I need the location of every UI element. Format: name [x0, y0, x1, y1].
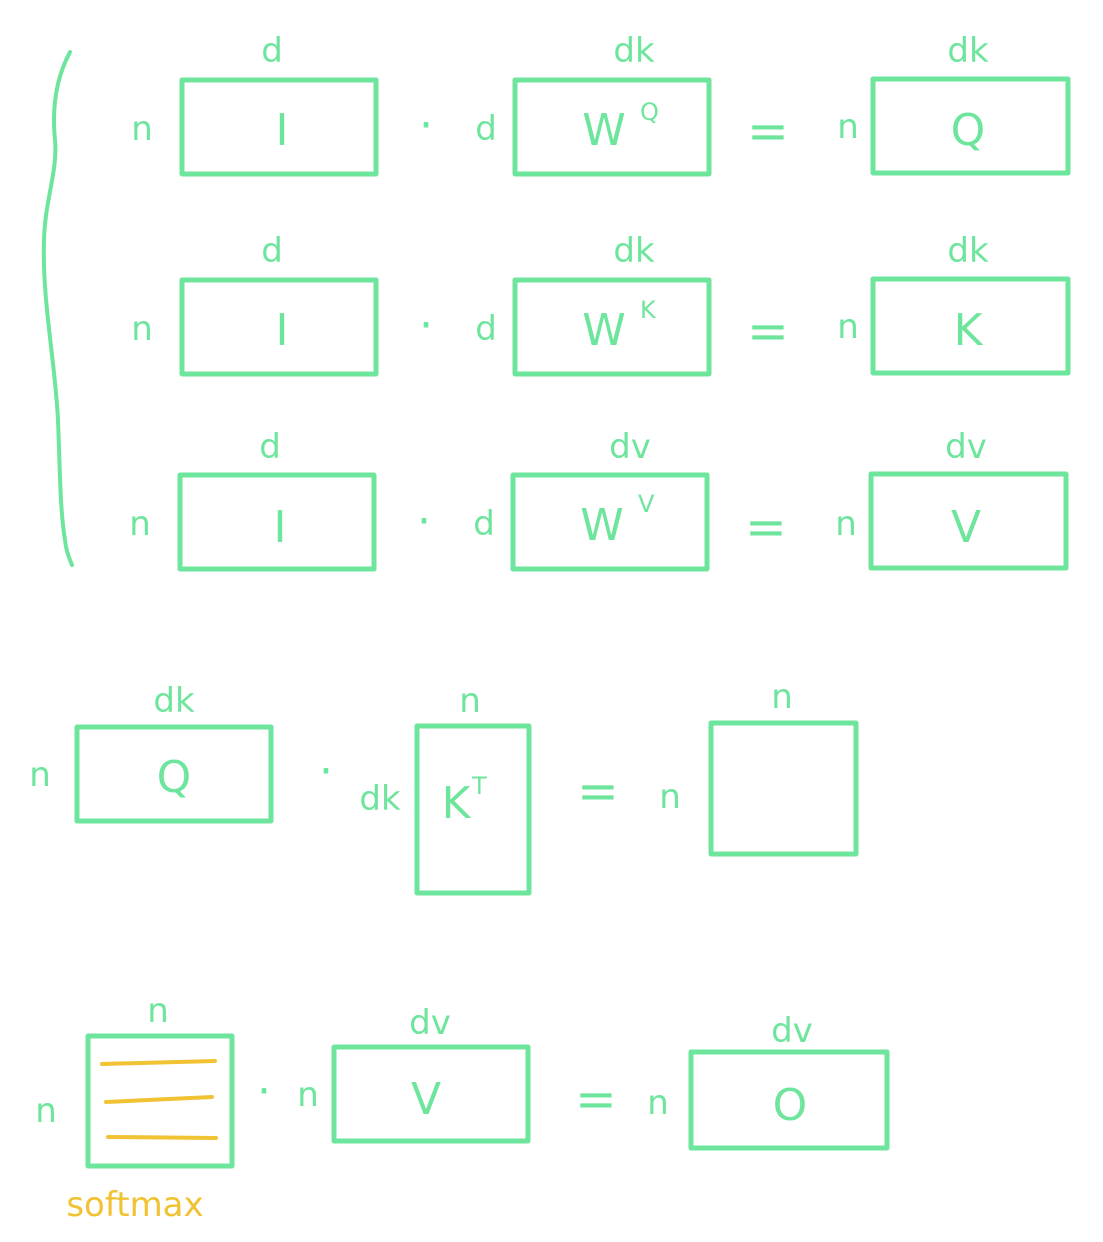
- dim-label-side: d: [473, 504, 495, 544]
- dim-label-side: n: [837, 307, 859, 347]
- dim-label-top: dv: [409, 1003, 451, 1043]
- matrix-content: O: [773, 1080, 808, 1131]
- equals-operator: =: [745, 498, 787, 556]
- dim-label-side: n: [647, 1083, 669, 1123]
- dim-label-top: dk: [613, 31, 655, 71]
- matrix-content: K: [442, 778, 472, 829]
- matrix-softmax-scores: [85, 1033, 235, 1169]
- dim-label-top: dv: [945, 427, 987, 467]
- dim-label-side: n: [29, 755, 51, 795]
- softmax-caption: softmax: [66, 1185, 203, 1225]
- dim-label-top: dk: [613, 231, 655, 271]
- dim-label-top: dk: [153, 681, 195, 721]
- dim-label-top: dv: [609, 427, 651, 467]
- matrix-input: [179, 77, 379, 177]
- softmax-row-line: [100, 1059, 217, 1066]
- dim-label-side: n: [837, 107, 859, 147]
- matrix-content: Q: [951, 105, 986, 156]
- matrix-output: [688, 1049, 890, 1151]
- matrix-weight: [510, 472, 710, 572]
- dim-label-side: n: [835, 504, 857, 544]
- matrix-weight: [512, 77, 712, 177]
- dot-operator: ·: [419, 100, 433, 151]
- dim-label-top: d: [259, 427, 281, 467]
- dim-label-side: n: [659, 777, 681, 817]
- dim-label-side: n: [131, 309, 153, 349]
- matrix-content: Q: [157, 752, 192, 803]
- projection-row-k: d n I · dk d W K = dk n K: [131, 231, 1071, 377]
- dim-label-top: d: [261, 231, 283, 271]
- matrix-superscript: V: [638, 490, 655, 518]
- matrix-superscript: T: [471, 772, 487, 800]
- dot-operator: ·: [417, 496, 431, 547]
- dim-label-side: d: [475, 309, 497, 349]
- dim-label-side: n: [35, 1091, 57, 1131]
- dot-operator: ·: [319, 746, 333, 797]
- matrix-content: W: [580, 500, 624, 551]
- matrix-result: [868, 471, 1069, 571]
- dim-label-top: n: [147, 991, 169, 1031]
- matrix-query: [74, 724, 274, 824]
- softmax-row-line: [104, 1095, 214, 1104]
- dim-label-top: dk: [947, 31, 989, 71]
- dim-label-top: dv: [771, 1011, 813, 1051]
- equals-operator: =: [747, 302, 789, 360]
- matrix-score: [708, 720, 859, 857]
- dim-label-top: n: [459, 681, 481, 721]
- dim-label-top: d: [261, 31, 283, 71]
- row-group-brace: [41, 50, 74, 567]
- attention-output-row: n n softmax · dv n V = dv n O: [35, 991, 890, 1225]
- equals-operator: =: [747, 102, 789, 160]
- matrix-content: W: [582, 305, 626, 356]
- attention-score-row: dk n Q · n dk K T = n n: [29, 677, 859, 896]
- matrix-content: K: [954, 305, 984, 356]
- matrix-content: V: [951, 502, 981, 553]
- equals-operator: =: [577, 762, 619, 820]
- projection-row-v: d n I · dv d W V = dv n V: [129, 427, 1069, 572]
- dot-operator: ·: [257, 1066, 271, 1117]
- dim-label-side: n: [129, 504, 151, 544]
- dim-label-top: dk: [947, 231, 989, 271]
- softmax-row-line: [106, 1135, 218, 1140]
- dim-label-side: n: [131, 109, 153, 149]
- projection-row-q: d n I · dk d W Q = dk n Q: [131, 31, 1071, 177]
- matrix-input: [177, 472, 377, 572]
- matrix-weight: [512, 277, 712, 377]
- matrix-content: V: [411, 1074, 441, 1125]
- matrix-key-transpose: [414, 723, 532, 896]
- dim-label-top: n: [771, 677, 793, 717]
- matrix-input: [179, 277, 379, 377]
- dim-label-side: n: [297, 1075, 319, 1115]
- matrix-result: [870, 76, 1071, 176]
- dot-operator: ·: [419, 300, 433, 351]
- matrix-superscript: Q: [640, 98, 659, 126]
- matrix-value: [331, 1044, 531, 1144]
- matrix-content: W: [582, 105, 626, 156]
- matrix-result: [870, 276, 1071, 376]
- matrix-superscript: K: [640, 296, 657, 324]
- matrix-content: I: [274, 502, 287, 553]
- equals-operator: =: [575, 1070, 617, 1128]
- dim-label-side: dk: [359, 779, 401, 819]
- dim-label-side: d: [475, 109, 497, 149]
- matrix-content: I: [276, 305, 289, 356]
- matrix-content: I: [276, 105, 289, 156]
